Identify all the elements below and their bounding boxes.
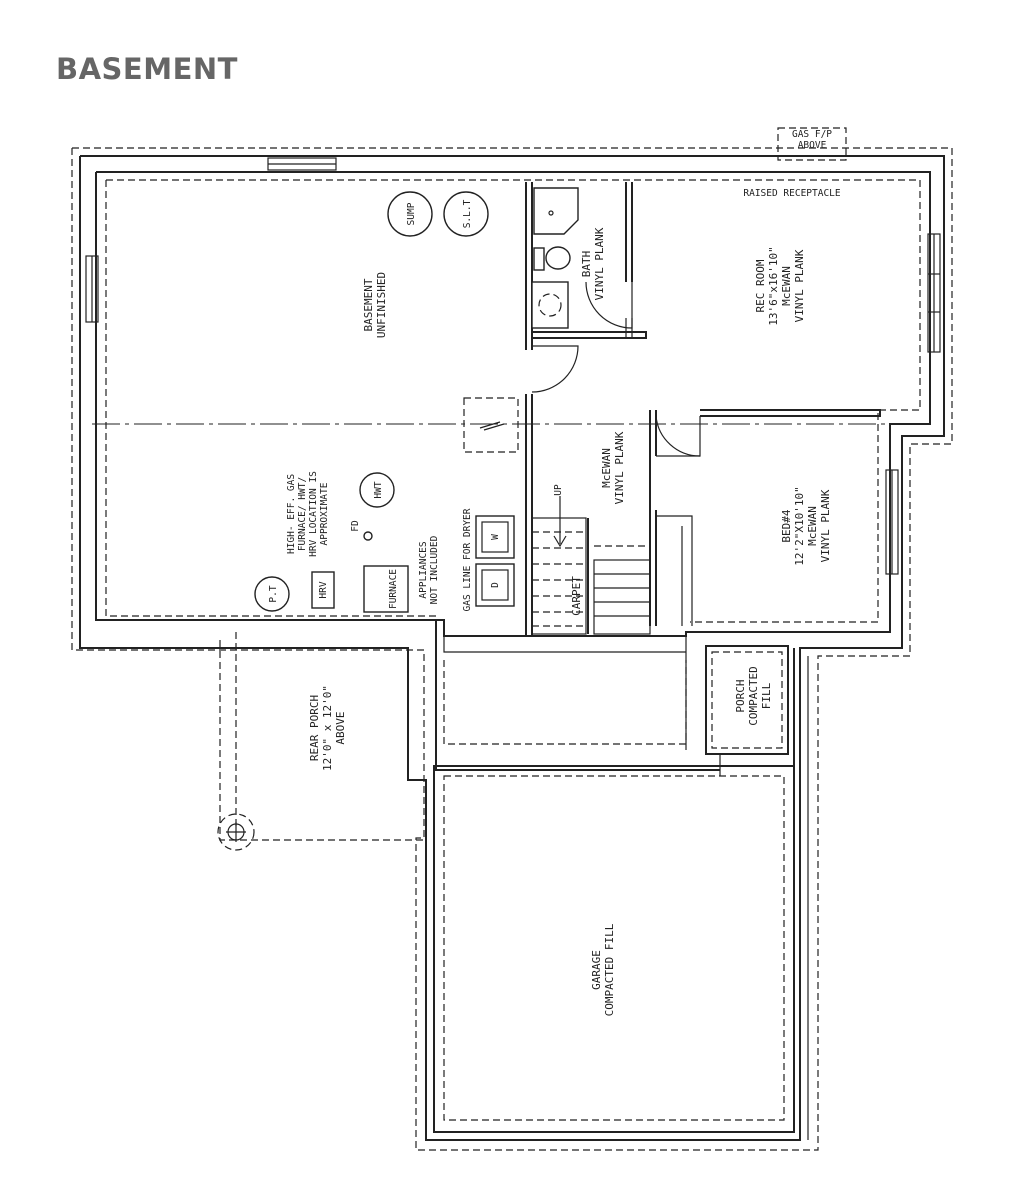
furnace-label: FURNACE	[388, 569, 399, 609]
bath-label-2: VINYL PLANK	[593, 227, 606, 300]
floor-drain-icon	[363, 531, 373, 541]
mechanical-note: HIGH- EFF. GAS FURNACE/ HWT/ HRV LOCATIO…	[286, 471, 330, 557]
toilet-icon	[545, 246, 571, 270]
bath-label-1: BATH	[580, 251, 593, 278]
garage-label-1: GARAGE	[590, 950, 603, 990]
dryer-label: D	[490, 582, 501, 588]
sump-label: SUMP	[406, 202, 417, 225]
hall-label-1: McEWAN	[600, 448, 613, 488]
garage-label-2: COMPACTED FILL	[603, 923, 616, 1016]
basement-room-label: BASEMENT UNFINISHED	[362, 272, 388, 338]
gas-line-label: GAS LINE FOR DRYER	[462, 508, 473, 611]
garage-label: GARAGE COMPACTED FILL	[590, 923, 616, 1016]
bed4-label-4: VINYL PLANK	[819, 489, 832, 562]
rear-porch-label-1: REAR PORCH	[308, 695, 321, 761]
slt-label: S.L.T	[462, 199, 473, 228]
appliances-note: APPLIANCES NOT INCLUDED	[418, 535, 440, 604]
appliances-note-1: APPLIANCES	[418, 541, 429, 598]
sump-pit-icon	[387, 191, 433, 237]
fd-label: FD	[350, 520, 361, 532]
basement-label-2: UNFINISHED	[375, 272, 388, 338]
rec-room-label-4: VINYL PLANK	[793, 249, 806, 322]
rear-porch-label-2: 12'0" x 12'0"	[321, 685, 334, 771]
hot-water-tank-icon	[359, 472, 395, 508]
shower-icon	[533, 187, 579, 235]
pt-label: P.T	[268, 585, 279, 602]
sink-icon	[531, 281, 569, 329]
pressure-tank-icon	[254, 576, 290, 612]
hwt-label: HWT	[373, 481, 384, 498]
furnace-icon	[363, 565, 409, 613]
hrv-label: HRV	[318, 581, 329, 598]
porch-fill-label-2: COMPACTED	[747, 666, 760, 726]
hall-flooring-label: McEWAN VINYL PLANK	[600, 431, 626, 504]
rec-room-label: REC ROOM 13'6"x16'10" McEWAN VINYL PLANK	[754, 246, 806, 325]
interior-walls	[92, 182, 890, 636]
bath-fixtures	[531, 187, 579, 329]
bed4-label-1: BED#4	[780, 509, 793, 542]
washer-label: W	[490, 534, 501, 540]
up-label: UP	[553, 484, 564, 496]
mech-note-4: APPROXIMATE	[319, 482, 330, 545]
mech-note-1: HIGH- EFF. GAS	[286, 474, 297, 554]
porch-fill-label-1: PORCH	[734, 679, 747, 712]
hall-label-2: VINYL PLANK	[613, 431, 626, 504]
appliances-note-2: NOT INCLUDED	[429, 535, 440, 604]
mech-note-3: HRV LOCATION IS	[308, 471, 319, 557]
rec-room-label-1: REC ROOM	[754, 259, 767, 312]
porch-fill-label-3: FILL	[760, 682, 773, 709]
gas-fp-label-1: GAS F/P	[792, 129, 832, 140]
bed4-label-2: 12'2"X10'10"	[793, 486, 806, 565]
exterior-walls	[71, 147, 953, 1151]
rear-porch-label-3: ABOVE	[334, 711, 347, 744]
mechanical-fixtures	[254, 191, 515, 613]
gas-fireplace-outline	[777, 127, 847, 161]
rec-room-label-3: McEWAN	[780, 266, 793, 306]
rec-room-label-2: 13'6"x16'10"	[767, 246, 780, 325]
porch-fill-label: PORCH COMPACTED FILL	[734, 666, 773, 726]
bath-room-label: BATH VINYL PLANK	[580, 227, 606, 300]
slt-icon	[443, 191, 489, 237]
basement-label-1: BASEMENT	[362, 278, 375, 331]
stairs	[531, 496, 651, 635]
rear-porch-label: REAR PORCH 12'0" x 12'0" ABOVE	[308, 685, 347, 771]
labels: GAS F/P ABOVE RAISED RECEPTACLE SUMP S.L…	[268, 129, 841, 1016]
hrv-icon	[311, 571, 335, 609]
bed4-room-label: BED#4 12'2"X10'10" McEWAN VINYL PLANK	[780, 486, 832, 565]
gas-fp-label-2: ABOVE	[798, 140, 827, 151]
raised-receptacle-label: RAISED RECEPTACLE	[743, 188, 841, 199]
mech-note-2: FURNACE/ HWT/	[297, 477, 308, 551]
carpet-label: CARPET	[570, 576, 583, 616]
bed4-label-3: McEWAN	[806, 506, 819, 546]
windows	[85, 157, 941, 575]
page-title: BASEMENT	[56, 52, 238, 86]
door-swings	[531, 281, 701, 457]
